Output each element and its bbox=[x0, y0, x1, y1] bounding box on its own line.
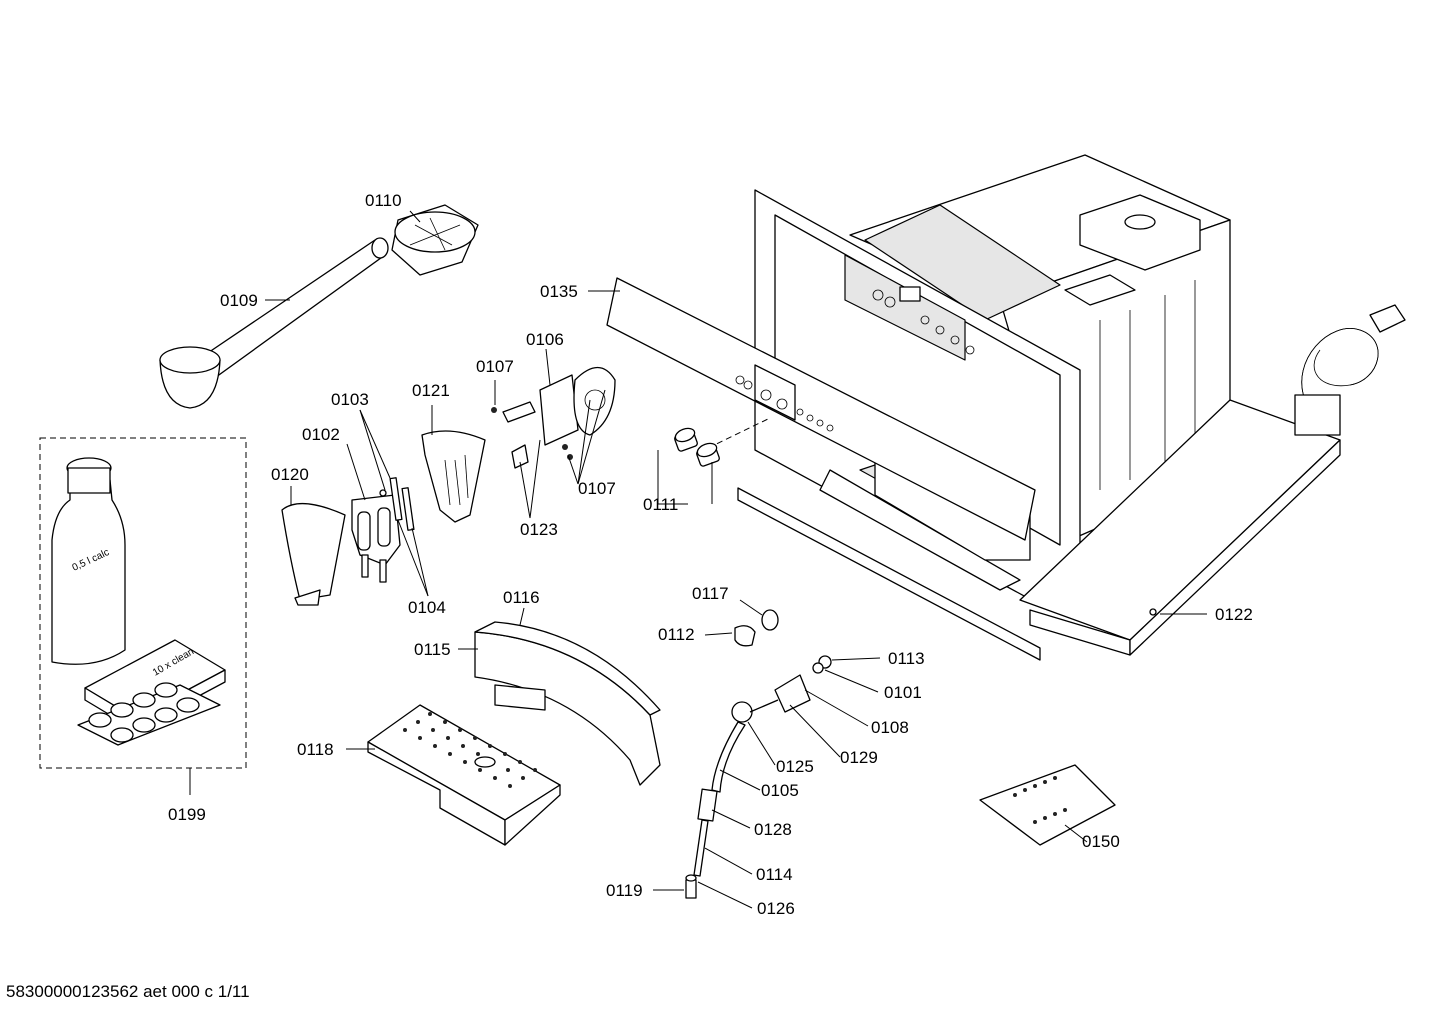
label-0108: 0108 bbox=[871, 718, 909, 737]
label-0122: 0122 bbox=[1215, 605, 1253, 624]
label-0118: 0118 bbox=[297, 740, 334, 759]
label-0135: 0135 bbox=[540, 282, 578, 301]
knobs bbox=[674, 427, 720, 467]
label-0103: 0103 bbox=[331, 390, 369, 409]
label-0106: 0106 bbox=[526, 330, 564, 349]
label-0115: 0115 bbox=[414, 640, 451, 659]
coffee-outlet-parts bbox=[281, 430, 486, 606]
label-0107-bottom: 0107 bbox=[578, 479, 616, 498]
label-0199: 0199 bbox=[168, 805, 206, 824]
label-0110: 0110 bbox=[365, 191, 402, 210]
label-0104: 0104 bbox=[408, 598, 446, 617]
label-0128: 0128 bbox=[754, 820, 792, 839]
part-labels: 0110 0109 0135 0106 0107 0121 0103 0102 … bbox=[168, 191, 1253, 918]
label-0101: 0101 bbox=[884, 683, 922, 702]
brush-scoop-parts bbox=[159, 204, 479, 409]
label-0150: 0150 bbox=[1082, 832, 1120, 851]
steam-nozzle-parts bbox=[685, 609, 832, 899]
label-0121: 0121 bbox=[412, 381, 450, 400]
label-0116: 0116 bbox=[503, 588, 540, 607]
coffee-machine-body bbox=[606, 154, 1406, 661]
screw-0122 bbox=[1149, 608, 1157, 616]
label-0120: 0120 bbox=[271, 465, 309, 484]
label-0105: 0105 bbox=[761, 781, 799, 800]
leader-lines bbox=[189, 210, 1207, 909]
screw-bag bbox=[979, 764, 1116, 846]
label-0119: 0119 bbox=[606, 881, 643, 900]
label-0111: 0111 bbox=[643, 495, 678, 514]
label-0112: 0112 bbox=[658, 625, 695, 644]
label-0125: 0125 bbox=[776, 757, 814, 776]
label-0109: 0109 bbox=[220, 291, 258, 310]
label-0102: 0102 bbox=[302, 425, 340, 444]
drip-tray-cover bbox=[474, 621, 661, 786]
label-0114: 0114 bbox=[756, 865, 793, 884]
label-0107-top: 0107 bbox=[476, 357, 514, 376]
label-0126: 0126 bbox=[757, 899, 795, 918]
label-0129: 0129 bbox=[840, 748, 878, 767]
label-0113: 0113 bbox=[888, 649, 925, 668]
drip-grate bbox=[367, 704, 561, 846]
control-bracket-parts bbox=[491, 366, 616, 469]
label-0123: 0123 bbox=[520, 520, 558, 539]
drawing-footer: 58300000123562 aet 000 c 1/11 bbox=[6, 982, 250, 1001]
label-0117: 0117 bbox=[692, 584, 729, 603]
descaling-kit: 0,5 l calc 10 x clean bbox=[39, 437, 247, 769]
